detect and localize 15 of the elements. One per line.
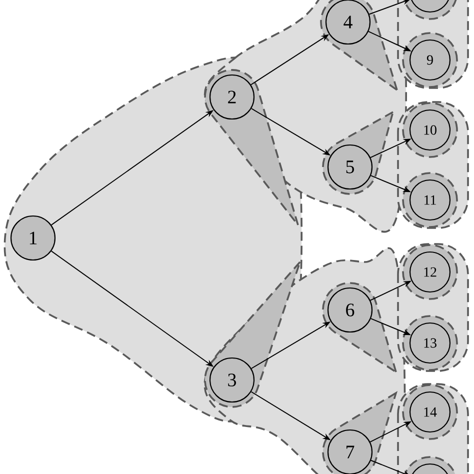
tree-node: 10: [409, 109, 451, 151]
tree-node: 12: [409, 251, 451, 293]
tree-node: 5: [327, 144, 373, 190]
tree-node: 13: [409, 322, 451, 364]
tree-node: 2: [209, 74, 255, 120]
tree-node: 3: [209, 357, 255, 403]
tree-node: 4: [325, 0, 371, 45]
tree-node: 11: [409, 179, 451, 221]
tree-node: 9: [409, 39, 451, 81]
tree-node: 6: [327, 287, 373, 333]
tree-node: [409, 0, 451, 13]
tree-node: 1: [10, 215, 56, 261]
tree-node: [409, 463, 451, 474]
tree-node: 14: [409, 391, 451, 433]
tree-node: 7: [327, 429, 373, 474]
